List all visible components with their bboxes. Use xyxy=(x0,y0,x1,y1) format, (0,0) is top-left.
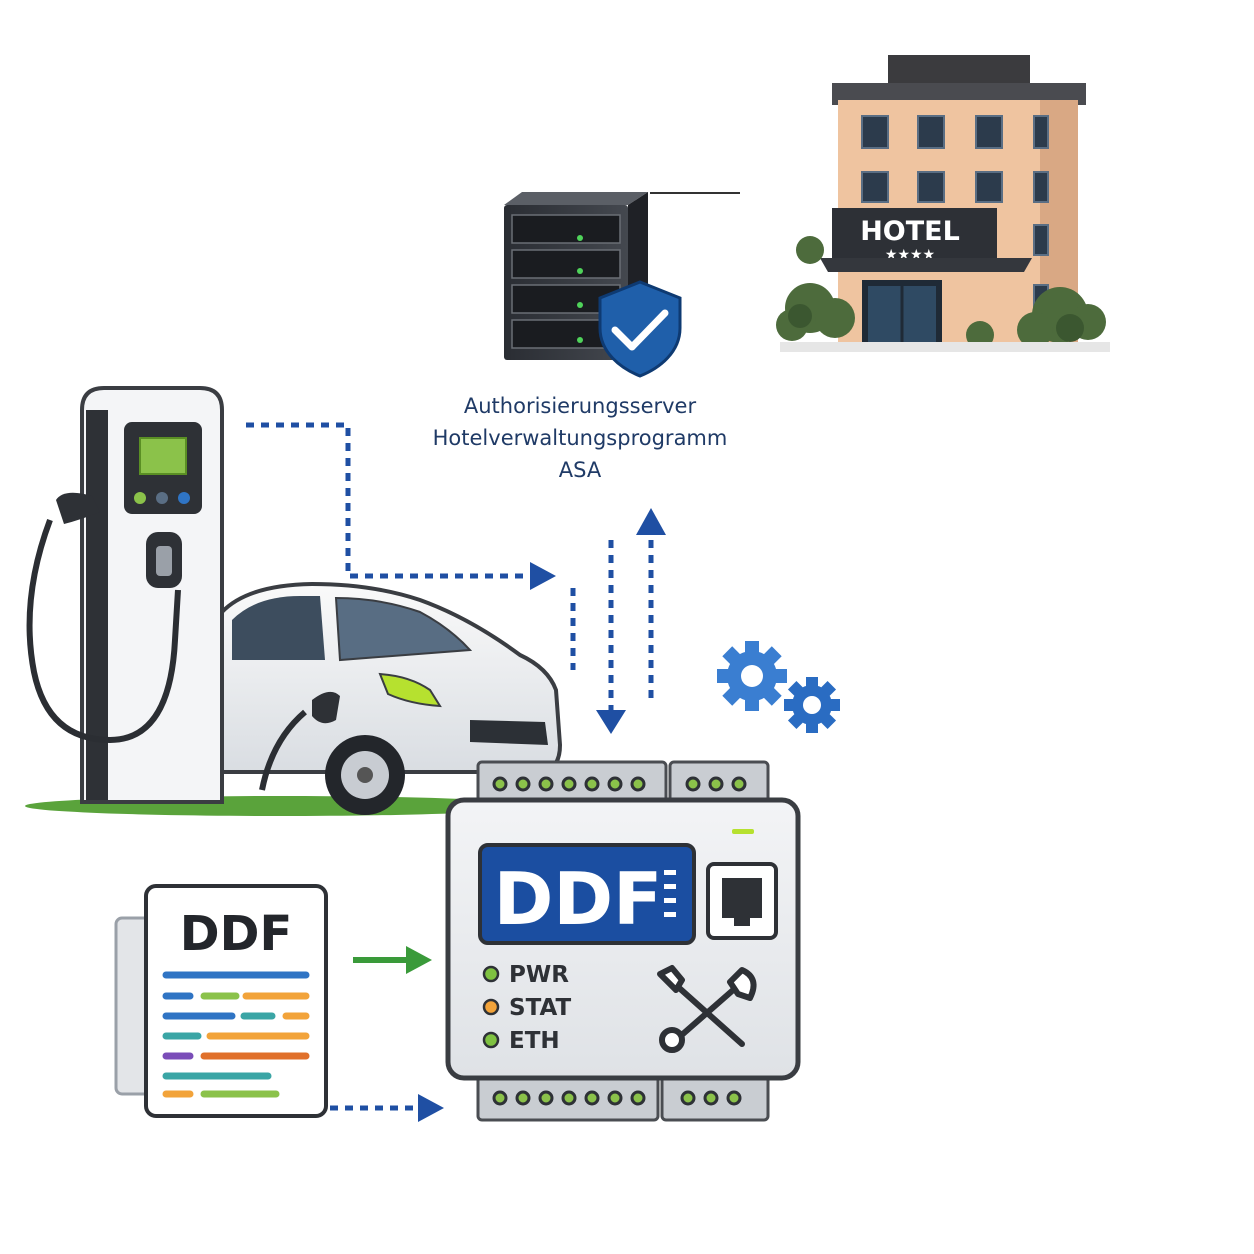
arrowhead-up xyxy=(636,508,666,535)
arrow-document-to-controller xyxy=(330,946,444,1122)
server-icon xyxy=(504,192,740,360)
led-stat-label: STAT xyxy=(509,995,571,1021)
arrow-station-to-controller xyxy=(246,422,532,579)
hotel-sign: HOTEL xyxy=(860,216,960,247)
ddf-logo: DDF xyxy=(494,857,663,941)
led-pwr-label: PWR xyxy=(509,962,569,988)
led-eth: ETH xyxy=(482,1028,560,1054)
status-leds: PWR STAT ETH xyxy=(482,962,571,1054)
server-caption: Authorisierungsserver Hotelverwaltungspr… xyxy=(400,390,760,486)
document-icon: DDF xyxy=(114,884,328,1118)
top-terminal-block xyxy=(476,760,770,806)
bottom-terminal-block xyxy=(476,1074,770,1122)
arrow-down-to-controller xyxy=(570,540,614,712)
arrowhead-down xyxy=(596,710,626,734)
arrowhead-right xyxy=(530,562,556,590)
led-eth-label: ETH xyxy=(509,1028,560,1054)
led-stat: STAT xyxy=(482,995,571,1021)
led-pwr: PWR xyxy=(482,962,569,988)
ethernet-port-icon xyxy=(706,862,778,940)
document-title: DDF xyxy=(180,906,292,962)
hotel-building-icon: HOTEL ★★★★ xyxy=(776,55,1110,352)
wrench-screwdriver-icon xyxy=(657,965,757,1053)
ddf-logo-panel: DDF xyxy=(478,843,696,945)
shield-check-icon xyxy=(598,280,682,378)
caption-line-authorisierungsserver: Authorisierungsserver xyxy=(463,394,697,418)
gears-icon xyxy=(717,641,840,733)
charging-station-icon xyxy=(26,386,224,804)
ddf-controller-module: DDF PWR STAT ETH xyxy=(445,760,801,1122)
caption-line-hotelverwaltungsprogramm: Hotelverwaltungsprogramm xyxy=(432,426,728,450)
caption-line-asa: ASA xyxy=(558,458,602,482)
electric-car-icon xyxy=(220,581,563,815)
